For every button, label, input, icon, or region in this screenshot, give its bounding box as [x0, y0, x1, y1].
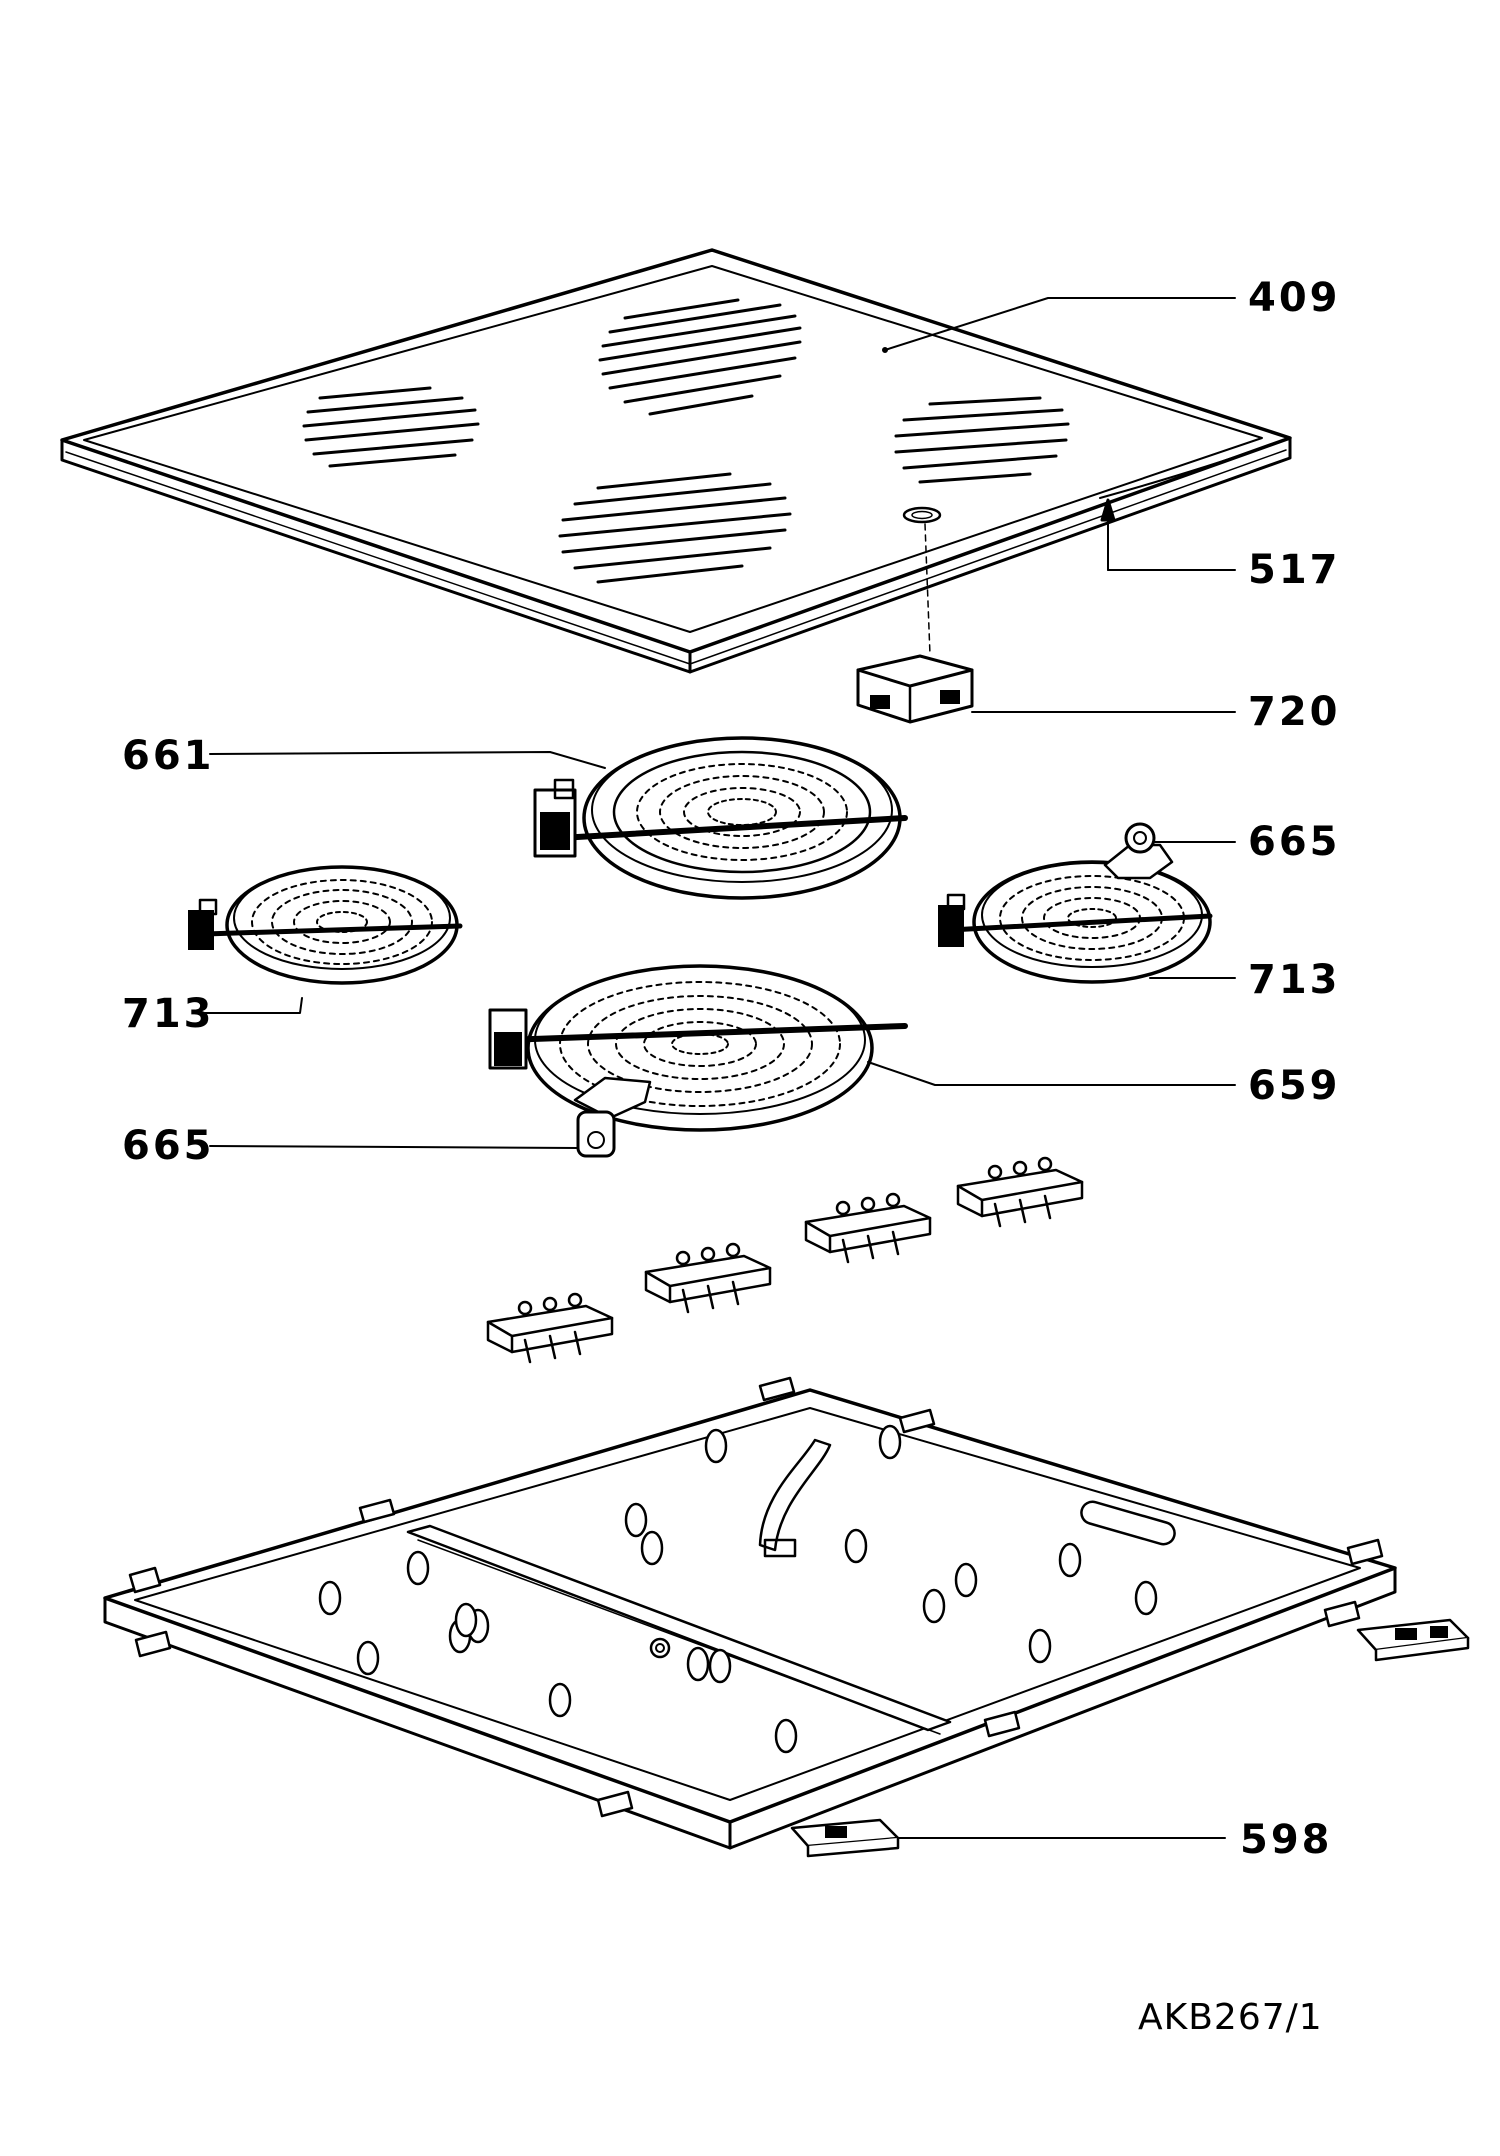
callout-665-right: 665 — [1248, 819, 1341, 865]
cooking-zone-marking-back — [600, 300, 800, 414]
cooking-zone-marking-left — [304, 388, 478, 466]
seal-strip — [1102, 500, 1235, 570]
retaining-clip-front — [792, 1820, 898, 1856]
indicator-window — [904, 508, 940, 522]
temperature-limiter-left — [210, 1078, 650, 1156]
hob-support-frame — [105, 1378, 1395, 1848]
leader-661 — [210, 752, 605, 768]
radiant-heater-right — [938, 862, 1210, 982]
radiant-heater-front — [490, 966, 1235, 1130]
callout-661: 661 — [122, 733, 215, 779]
retaining-clip-right — [1358, 1620, 1468, 1660]
callout-713-right: 713 — [1248, 957, 1341, 1003]
cooking-zone-marking-front — [560, 474, 790, 582]
drawing-reference: AKB267/1 — [1138, 1997, 1323, 2038]
cooking-zone-marking-right — [896, 398, 1068, 482]
glass-ceramic-top — [62, 250, 1290, 672]
callout-517: 517 — [1248, 547, 1341, 593]
callout-659: 659 — [1248, 1063, 1341, 1109]
terminal-blocks — [488, 1158, 1082, 1362]
callout-720: 720 — [1248, 689, 1341, 735]
terminal-block-4 — [958, 1158, 1082, 1226]
radiant-heater-left — [188, 867, 460, 983]
callout-598: 598 — [1240, 1817, 1333, 1863]
edge-trim — [1100, 448, 1262, 498]
radiant-heater-back — [535, 738, 905, 898]
leader-409 — [883, 298, 1235, 352]
terminal-block-2 — [646, 1244, 770, 1312]
terminal-block-1 — [488, 1294, 612, 1362]
callout-665-left: 665 — [122, 1123, 215, 1169]
callout-409: 409 — [1248, 275, 1341, 321]
leader-713-left — [205, 998, 302, 1013]
callout-713-left: 713 — [122, 991, 215, 1037]
terminal-block-3 — [806, 1194, 930, 1262]
indicator-lamp — [858, 524, 1235, 722]
temperature-limiter-right — [1105, 824, 1235, 878]
